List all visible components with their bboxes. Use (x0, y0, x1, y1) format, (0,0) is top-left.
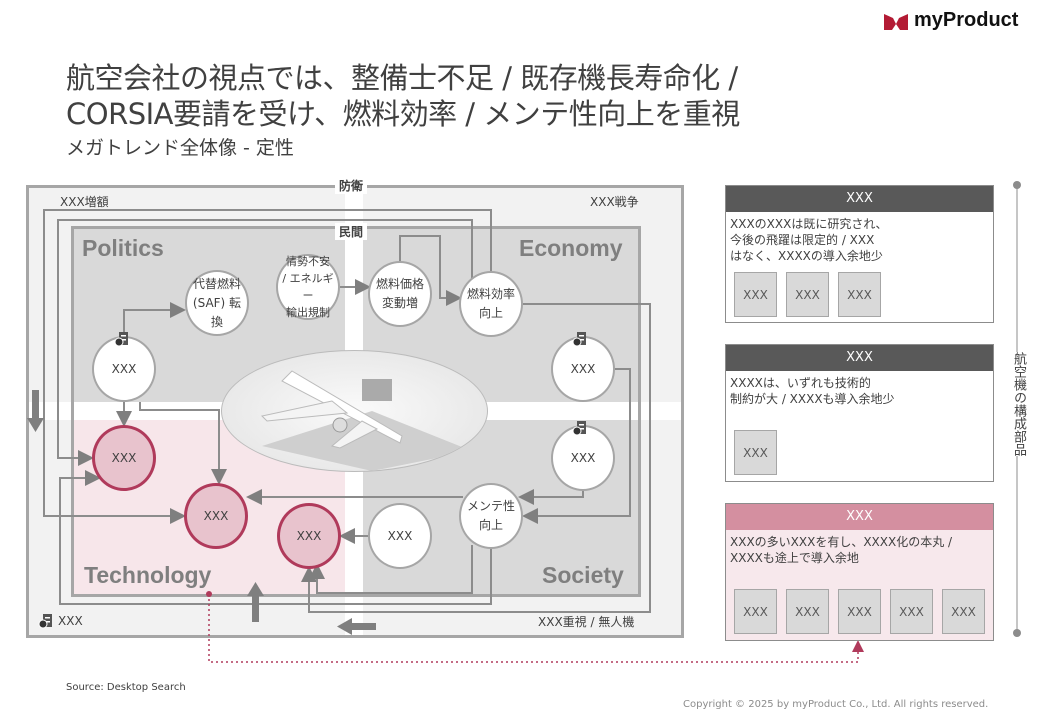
node-right-xxx-2: XXX (551, 425, 615, 491)
panel-2: XXX XXXXは、いずれも技術的 制約が大 / XXXXも導入余地少 XXX (725, 344, 994, 482)
panel-1-text: XXXのXXXは既に研究され、 今後の飛躍は限定的 / XXX はなく、XXXX… (730, 217, 888, 263)
component-box: XXX (942, 589, 985, 634)
source-note: Source: Desktop Search (66, 682, 186, 693)
node-fuel-price: 燃料価格 変動増 (368, 261, 432, 327)
node-saf: 代替燃料 (SAF) 転換 (185, 270, 249, 336)
brand-logo: myProduct (884, 9, 1018, 32)
node-pink-2: XXX (184, 483, 248, 549)
quadrant-label-society: Society (542, 562, 624, 588)
oil-barrel-icon (38, 614, 52, 629)
quadrant-label-economy: Economy (519, 235, 623, 261)
airplane-image (221, 350, 488, 472)
component-box: XXX (734, 272, 777, 317)
corner-label-top-right: XXX戦争 (590, 195, 639, 209)
defense-tag: 防衛 (335, 177, 368, 194)
logo-icon (884, 13, 908, 30)
node-maintenance: メンテ性 向上 (459, 483, 523, 549)
corner-label-bottom-left: XXX (38, 613, 83, 629)
node-pink-3: XXX (277, 503, 341, 569)
node-fuel-efficiency: 燃料効率 向上 (459, 271, 523, 337)
corner-label-top-left: XXX増額 (60, 195, 109, 209)
brand-name: myProduct (914, 9, 1019, 31)
component-box: XXX (890, 589, 933, 634)
oil-barrel-icon (572, 332, 586, 347)
copyright: Copyright © 2025 by myProduct Co., Ltd. … (683, 699, 989, 710)
oil-barrel-icon (114, 332, 128, 347)
corner-label-bottom-right: XXX重視 / 無人機 (538, 615, 635, 629)
node-right-xxx-1: XXX (551, 336, 615, 402)
panel-2-header: XXX (726, 345, 993, 371)
node-unrest: 情勢不安 / エネルギー 輸出規制 (276, 254, 340, 320)
corner-label-bottom-left-text: XXX (58, 614, 83, 628)
component-box: XXX (838, 272, 881, 317)
quadrant-label-technology: Technology (84, 562, 212, 588)
pink-dotted-connector (206, 591, 864, 663)
page-title: 航空会社の視点では、整備士不足 / 既存機長寿命化 / CORSIA要請を受け、… (66, 61, 740, 131)
component-box: XXX (786, 272, 829, 317)
panel-3-text: XXXの多いXXXを有し、XXXX化の本丸 / XXXXも途上で導入余地 (730, 535, 953, 565)
oil-barrel-icon (572, 421, 586, 436)
airplane-illustration (260, 370, 472, 471)
civilian-tag: 民間 (335, 223, 368, 240)
panel-3: XXX XXXの多いXXXを有し、XXXX化の本丸 / XXXXも途上で導入余地… (725, 503, 994, 641)
node-pink-1: XXX (92, 425, 156, 491)
component-box: XXX (838, 589, 881, 634)
component-box: XXX (734, 430, 777, 475)
side-label: 航空機の構成部品 (1008, 352, 1026, 456)
node-white-xxx: XXX (368, 503, 432, 569)
component-box: XXX (786, 589, 829, 634)
quadrant-label-politics: Politics (82, 235, 164, 261)
panel-3-header: XXX (726, 504, 993, 530)
panel-1: XXX XXXのXXXは既に研究され、 今後の飛躍は限定的 / XXX はなく、… (725, 185, 994, 323)
panel-2-text: XXXXは、いずれも技術的 制約が大 / XXXXも導入余地少 (730, 376, 895, 406)
page-subtitle: メガトレンド全体像 - 定性 (66, 137, 294, 159)
panel-1-header: XXX (726, 186, 993, 212)
component-box: XXX (734, 589, 777, 634)
